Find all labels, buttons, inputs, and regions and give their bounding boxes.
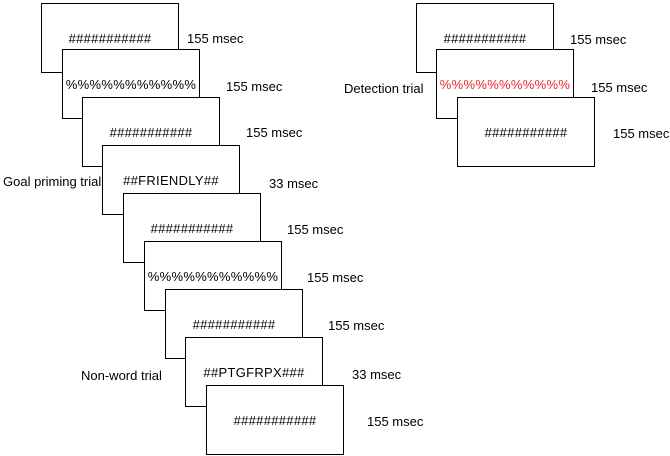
left-frame-9: ########### (206, 385, 344, 455)
left-duration-7: 155 msec (328, 318, 385, 333)
goal-priming-trial-label: Goal priming trial (3, 174, 102, 189)
left-frame-6-content: %%%%%%%%%%% (147, 268, 279, 284)
left-duration-2: 155 msec (226, 79, 283, 94)
left-frame-1-content: ########### (68, 30, 152, 46)
right-frame-3-content: ########### (484, 124, 568, 140)
right-duration-1: 155 msec (570, 32, 627, 47)
left-duration-1: 155 msec (187, 31, 244, 46)
left-duration-3: 155 msec (246, 125, 303, 140)
left-frame-9-content: ########### (233, 412, 317, 428)
left-duration-4: 33 msec (269, 176, 319, 191)
detection-trial-label: Detection trial (344, 81, 424, 96)
right-frame-2-content: %%%%%%%%%%% (439, 76, 571, 92)
left-duration-8: 33 msec (352, 367, 402, 382)
left-frame-5-content: ########### (150, 220, 234, 236)
left-frame-2-content: %%%%%%%%%%% (65, 76, 197, 92)
right-frame-3: ########### (457, 97, 595, 167)
left-frame-8-content: ##PTGFRPX### (203, 364, 305, 380)
left-frame-7-content: ########### (192, 316, 276, 332)
left-duration-5: 155 msec (287, 222, 344, 237)
right-duration-2: 155 msec (591, 80, 648, 95)
right-duration-3: 155 msec (613, 126, 670, 141)
left-frame-4-content: ##FRIENDLY## (123, 172, 219, 188)
left-duration-9: 155 msec (367, 414, 424, 429)
left-duration-6: 155 msec (307, 270, 364, 285)
right-frame-1-content: ########### (443, 30, 527, 46)
non-word-trial-label: Non-word trial (81, 368, 162, 383)
left-frame-3-content: ########### (109, 124, 193, 140)
